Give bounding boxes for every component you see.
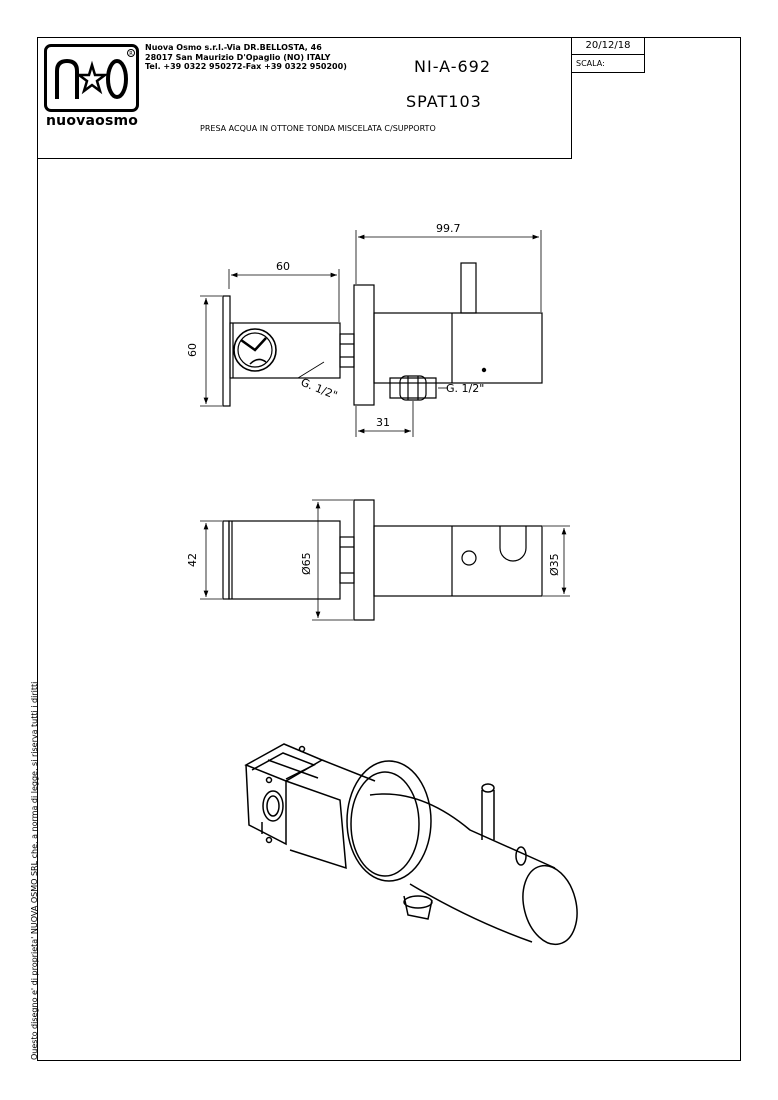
side-view	[200, 230, 543, 437]
dim-thread-left: G. 1/2"	[299, 376, 339, 402]
drawing-code: NI-A-692	[414, 57, 492, 76]
scale-field: SCALA:	[571, 54, 645, 73]
dim-top-height: 42	[186, 553, 199, 567]
dim-flange-diameter: Ø65	[300, 552, 313, 575]
company-line: Tel. +39 0322 950272-Fax +39 0322 950200…	[145, 62, 347, 71]
dim-outlet-offset: 31	[376, 416, 390, 429]
company-address: Nuova Osmo s.r.l.-Via DR.BELLOSTA, 46 28…	[145, 43, 347, 72]
company-line: 28017 San Maurizio D'Opaglio (NO) ITALY	[145, 52, 331, 62]
drawing-frame	[37, 37, 741, 1061]
company-line: Nuova Osmo s.r.l.-Via DR.BELLOSTA, 46	[145, 43, 322, 52]
top-view	[200, 499, 570, 621]
dim-total-length: 99.7	[436, 222, 461, 235]
dim-side-height: 60	[186, 343, 199, 357]
dim-side-width: 60	[276, 260, 290, 273]
logo-mark-icon: R	[55, 49, 135, 99]
svg-text:R: R	[129, 51, 133, 57]
isometric-view	[244, 743, 578, 946]
model-code: SPAT103	[406, 92, 482, 111]
dim-thread-right: G. 1/2"	[446, 382, 484, 395]
dim-body-diameter: Ø35	[548, 553, 561, 576]
brand-name: nuovaosmo	[46, 113, 139, 129]
logo: R	[44, 44, 139, 112]
title-block	[37, 37, 572, 159]
product-description: PRESA ACQUA IN OTTONE TONDA MISCELATA C/…	[200, 124, 436, 133]
